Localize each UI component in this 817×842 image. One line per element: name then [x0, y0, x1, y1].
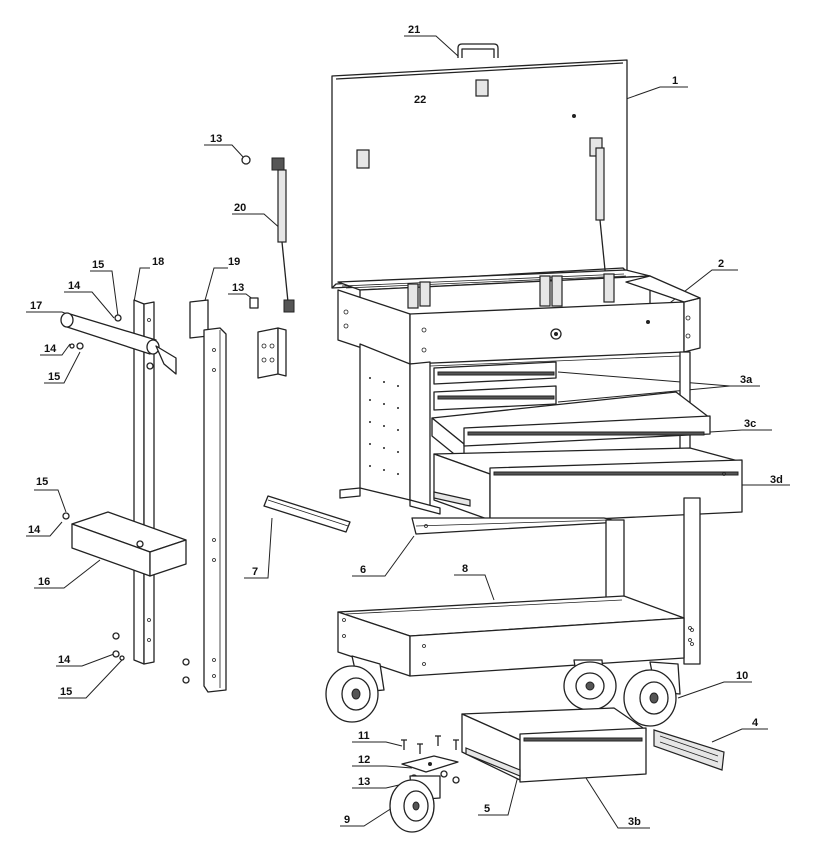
label-17: 17	[30, 300, 43, 312]
caster-exploded-part-9	[389, 735, 460, 833]
label-9: 9	[344, 814, 351, 826]
label-21: 21	[408, 24, 421, 36]
label-12: 12	[358, 754, 371, 766]
cross-brace-part-6	[411, 517, 621, 535]
label-14-mid: 14	[44, 343, 57, 355]
tray-part-16	[62, 511, 187, 577]
bolts-bottom	[112, 632, 125, 661]
label-11: 11	[358, 730, 370, 742]
label-6: 6	[360, 564, 367, 576]
label-8: 8	[462, 563, 469, 575]
label-13-caster: 13	[358, 776, 371, 788]
drawer-part-3b	[461, 707, 647, 783]
legs	[605, 497, 701, 665]
label-15-mid: 15	[48, 371, 61, 383]
handle-part-21	[457, 43, 499, 58]
label-20: 20	[234, 202, 247, 214]
label-3a: 3a	[740, 374, 753, 386]
gas-strut-part-20	[241, 155, 295, 313]
label-14-bottom: 14	[58, 654, 71, 666]
label-3b: 3b	[628, 816, 641, 828]
label-14-top: 14	[68, 280, 81, 292]
upright-part-18	[133, 299, 155, 665]
label-15-top: 15	[92, 259, 105, 271]
label-13-top: 13	[210, 133, 223, 145]
upright-part-19	[182, 299, 227, 693]
drawers-part-3a	[433, 361, 557, 411]
label-3d: 3d	[770, 474, 783, 486]
label-5: 5	[484, 803, 491, 815]
drawer-part-3c	[431, 391, 711, 463]
label-2: 2	[718, 258, 725, 270]
label-1: 1	[672, 75, 679, 87]
label-10: 10	[736, 670, 749, 682]
bar-part-17	[60, 312, 177, 375]
bottom-tray-part-8	[337, 595, 692, 677]
label-19: 19	[228, 256, 241, 268]
label-7: 7	[252, 566, 259, 578]
label-4: 4	[752, 717, 759, 729]
label-14-lower: 14	[28, 524, 41, 536]
label-15-bottom: 15	[60, 686, 73, 698]
bracket-plate	[257, 327, 287, 379]
label-22: 22	[414, 94, 427, 106]
label-13-mid: 13	[232, 282, 245, 294]
lid-part-1	[331, 59, 628, 291]
wheels-part-10	[325, 655, 681, 727]
drawer-part-3d	[433, 447, 743, 525]
leader-lines	[26, 35, 790, 829]
label-3c: 3c	[744, 418, 757, 430]
slide-rail-part-4	[653, 729, 725, 771]
label-15-lower: 15	[36, 476, 49, 488]
top-box-part-2	[337, 269, 701, 365]
label-18: 18	[152, 256, 165, 268]
cabinet-body	[339, 343, 691, 515]
brace-part-7	[263, 495, 351, 533]
label-16: 16	[38, 576, 51, 588]
